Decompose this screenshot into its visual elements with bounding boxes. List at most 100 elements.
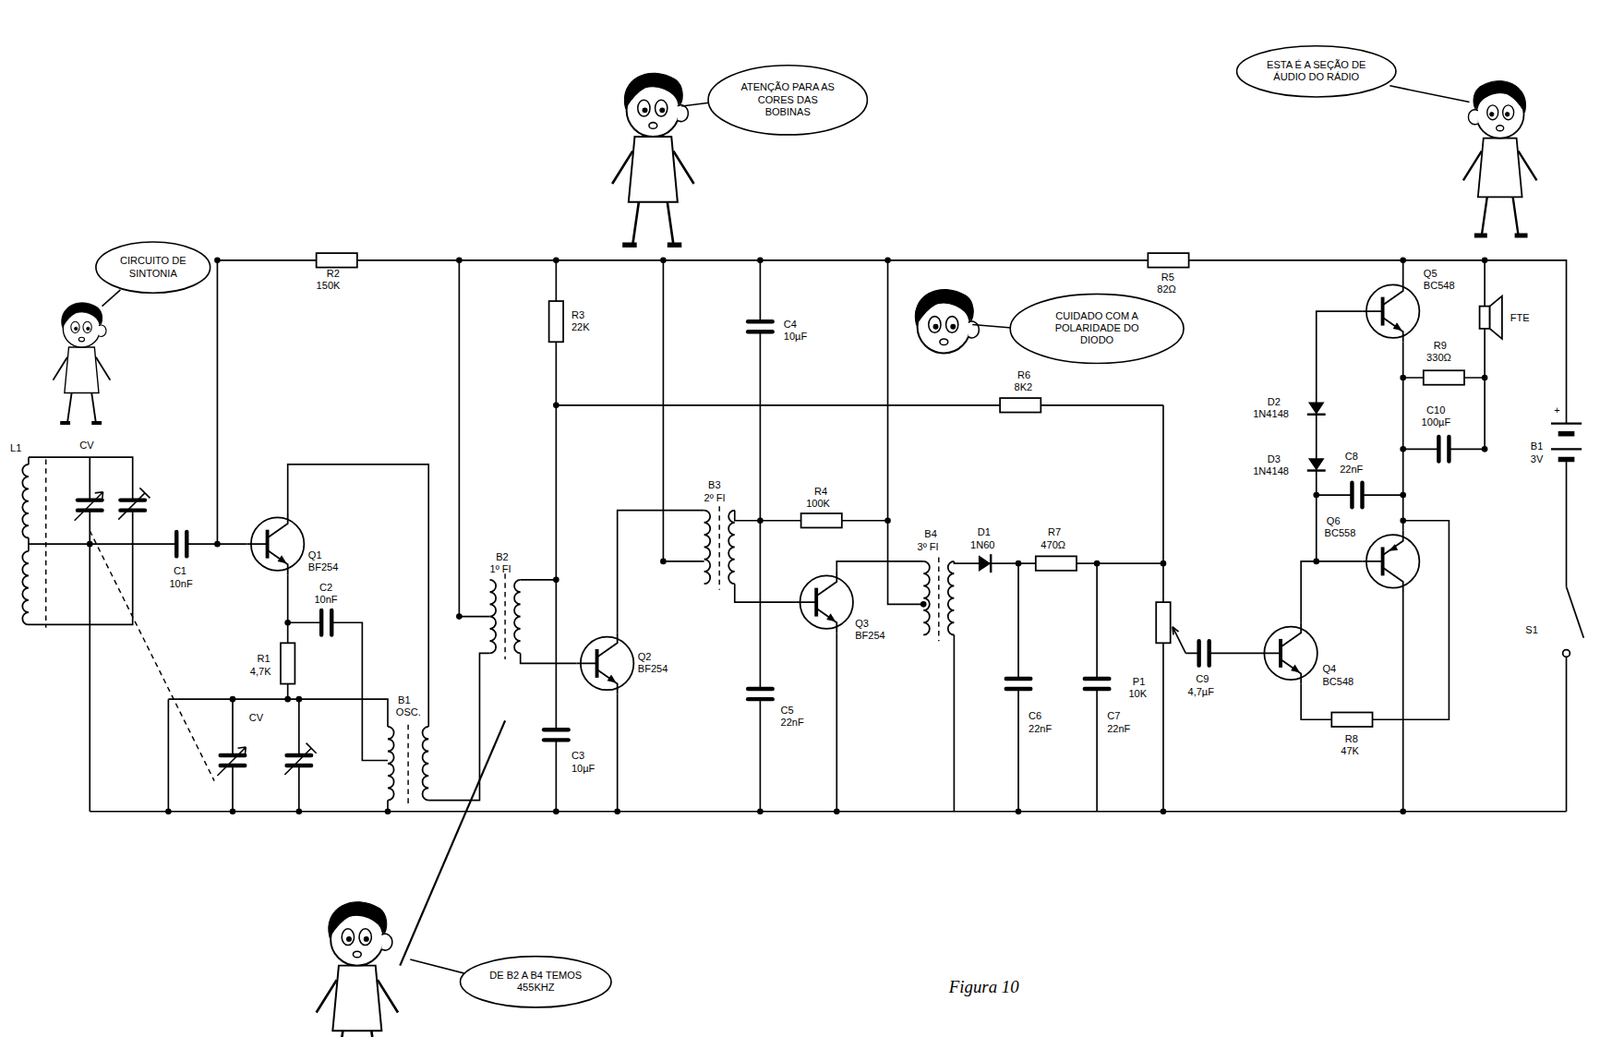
part-label: OSC. bbox=[396, 706, 422, 719]
component-symbol bbox=[978, 553, 991, 573]
component-symbol bbox=[1307, 401, 1326, 414]
part-label: B3 bbox=[708, 479, 722, 492]
part-label: C1 bbox=[173, 565, 187, 578]
part-label: C4 bbox=[783, 318, 797, 331]
part-label: C2 bbox=[319, 581, 333, 594]
part-label: BF254 bbox=[854, 629, 886, 642]
part-label: B2 bbox=[495, 551, 509, 564]
part-label: D2 bbox=[1267, 396, 1281, 409]
bubble-text: DE B2 A B4 TEMOS 455KHZ bbox=[487, 969, 585, 995]
part-label: R3 bbox=[571, 309, 585, 322]
part-label: C6 bbox=[1028, 709, 1042, 722]
part-label: C3 bbox=[571, 749, 585, 762]
part-label: R6 bbox=[1017, 369, 1031, 382]
part-label: 10K bbox=[1128, 687, 1147, 700]
part-label: R9 bbox=[1433, 339, 1447, 352]
component-symbol bbox=[1307, 457, 1326, 470]
junction-dot bbox=[1015, 560, 1023, 567]
junction-dot bbox=[884, 517, 891, 524]
speech-bubble: ATENÇÃO PARA AS CORES DAS BOBINAS bbox=[707, 64, 869, 136]
cartoon-kid bbox=[316, 902, 398, 1037]
junction-dot bbox=[86, 541, 94, 548]
component-symbol bbox=[745, 686, 776, 701]
part-label: BC548 bbox=[1423, 279, 1456, 292]
circuit-wire bbox=[288, 260, 578, 801]
coil-symbol bbox=[728, 510, 735, 585]
part-label: 22nF bbox=[1339, 463, 1363, 476]
part-label: R7 bbox=[1047, 526, 1061, 539]
speech-bubble: CIRCUITO DE SINTONIA bbox=[95, 240, 212, 294]
circuit-wire bbox=[1300, 260, 1449, 812]
junction-dot bbox=[1399, 374, 1407, 382]
part-label: BF254 bbox=[308, 561, 339, 574]
component-symbol bbox=[1035, 555, 1077, 570]
speaker-symbol bbox=[1490, 296, 1503, 339]
junction-dot bbox=[1160, 560, 1167, 567]
part-label: B1 bbox=[1530, 440, 1544, 453]
switch-symbol bbox=[1566, 587, 1585, 638]
junction-dot bbox=[384, 807, 392, 815]
circuit-wire bbox=[28, 260, 1567, 812]
part-label: R8 bbox=[1345, 733, 1359, 746]
part-label: Q6 bbox=[1326, 515, 1341, 528]
part-label: B1 bbox=[397, 694, 411, 707]
part-label: 22nF bbox=[1028, 722, 1052, 735]
part-label: Q3 bbox=[854, 617, 869, 630]
part-label: 82Ω bbox=[1156, 283, 1177, 296]
potentiometer-wiper bbox=[1172, 626, 1186, 654]
part-label: 10µF bbox=[571, 762, 595, 775]
junction-dot bbox=[229, 696, 237, 703]
part-label: 22K bbox=[571, 321, 590, 334]
component-symbol bbox=[316, 252, 358, 267]
speech-bubble: ESTA É A SEÇÃO DE ÁUDIO DO RÁDIO bbox=[1235, 45, 1397, 98]
part-label: P1 bbox=[1132, 675, 1146, 688]
junction-dot bbox=[456, 613, 463, 620]
figure-caption: Figura 10 bbox=[949, 977, 1020, 999]
coil-symbol bbox=[387, 726, 395, 801]
coil-symbol bbox=[22, 464, 954, 801]
part-label: 3º FI bbox=[917, 541, 939, 554]
junction-dot bbox=[1312, 492, 1320, 499]
component-symbol bbox=[549, 300, 564, 342]
component-symbol bbox=[1155, 601, 1170, 643]
part-label: C9 bbox=[1195, 673, 1209, 686]
speaker-symbol bbox=[1479, 306, 1491, 329]
part-label: D3 bbox=[1267, 453, 1281, 466]
component-symbol bbox=[319, 607, 334, 638]
circuit-wire bbox=[168, 574, 388, 811]
part-label: D1 bbox=[977, 526, 991, 539]
junction-dot bbox=[1015, 807, 1023, 815]
component-symbol bbox=[1436, 433, 1451, 465]
part-label: 10µF bbox=[783, 330, 807, 343]
part-label: C7 bbox=[1106, 709, 1120, 722]
component-symbol bbox=[1082, 676, 1113, 691]
coil-symbol bbox=[22, 551, 29, 626]
part-label: BC548 bbox=[1322, 675, 1354, 688]
component-symbol bbox=[174, 529, 189, 560]
junction-dot bbox=[229, 807, 237, 815]
component-symbol bbox=[541, 727, 572, 742]
junction-dot bbox=[214, 541, 221, 548]
part-label: 1N4148 bbox=[1252, 465, 1289, 478]
part-label: 4,7µF bbox=[1187, 685, 1214, 698]
bubble-tail bbox=[102, 85, 1470, 978]
part-label: CV bbox=[249, 712, 264, 725]
component-symbol bbox=[745, 319, 776, 334]
part-label: + bbox=[1553, 404, 1560, 417]
cartoon-kid bbox=[914, 289, 979, 354]
component-symbol bbox=[1147, 252, 1189, 267]
component-symbol bbox=[1423, 370, 1465, 385]
junction-dot bbox=[1160, 807, 1167, 815]
coil-symbol bbox=[923, 561, 930, 636]
part-label: 10nF bbox=[168, 577, 193, 590]
part-label: 22nF bbox=[781, 716, 805, 729]
junction-dot bbox=[296, 696, 303, 703]
speech-bubble: CUIDADO COM A POLARIDADE DO DIODO bbox=[1009, 292, 1185, 364]
coil-symbol bbox=[422, 726, 430, 801]
component-symbol bbox=[117, 487, 150, 519]
bubble-text: ESTA É A SEÇÃO DE ÁUDIO DO RÁDIO bbox=[1264, 59, 1368, 85]
bubble-outline bbox=[459, 956, 612, 1008]
part-label: 470Ω bbox=[1040, 539, 1066, 552]
bubble-outline bbox=[1237, 46, 1396, 97]
junction-dot bbox=[660, 257, 667, 265]
